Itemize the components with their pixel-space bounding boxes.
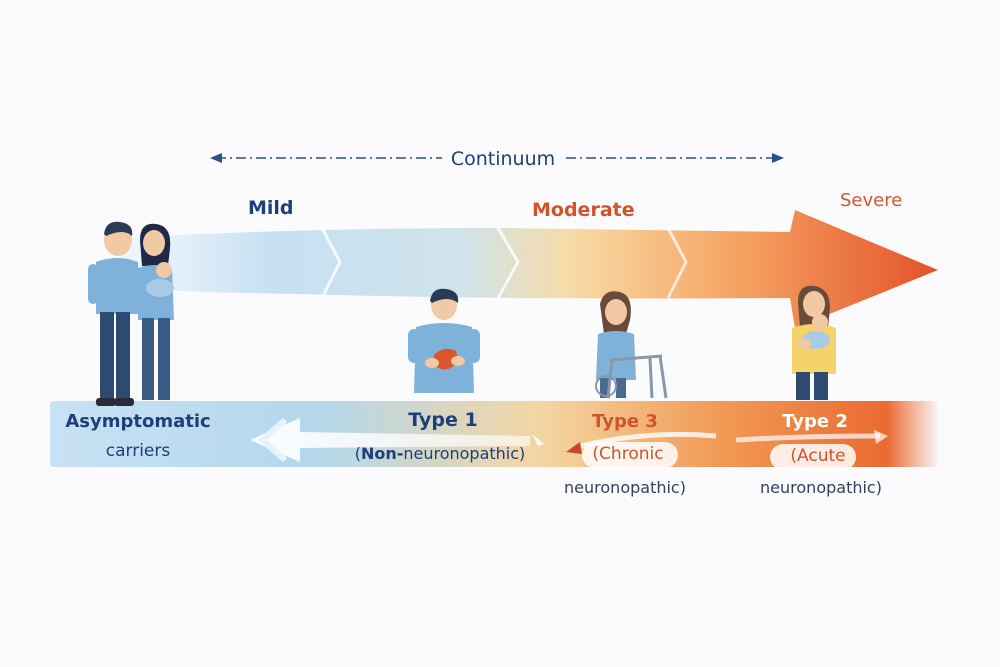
type1-sub-open: ( — [354, 444, 361, 463]
severity-mild-label: Mild — [248, 197, 294, 219]
type3-figure-icon — [595, 291, 668, 399]
type1-sub-bold: Non- — [360, 444, 404, 463]
continuum-label: Continuum — [450, 148, 556, 170]
type3-subtitle-line2: neuronopathic) — [564, 478, 686, 497]
asymptomatic-subtitle: carriers — [105, 441, 171, 461]
family-figure-icon — [88, 221, 174, 406]
severity-moderate-label: Moderate — [532, 199, 635, 221]
type1-subtitle: (Non-neuronopathic) — [330, 444, 550, 463]
type1-sub-rest: neuronopathic) — [403, 444, 526, 463]
type2-subtitle-line2: neuronopathic) — [760, 478, 882, 497]
severity-arrow — [120, 210, 938, 328]
type2-figure-icon — [792, 285, 836, 400]
type3-title: Type 3 — [592, 411, 658, 432]
type2-subtitle: (Acute — [790, 446, 846, 466]
type1-figure-icon — [408, 288, 480, 393]
type-band — [50, 401, 940, 470]
asymptomatic-title: Asymptomatic — [65, 411, 211, 432]
continuum-arrow — [210, 153, 784, 163]
severity-severe-label: Severe — [840, 190, 903, 211]
type3-subtitle: (Chronic — [592, 444, 664, 464]
type1-title: Type 1 — [408, 409, 478, 431]
type2-title: Type 2 — [782, 411, 848, 432]
